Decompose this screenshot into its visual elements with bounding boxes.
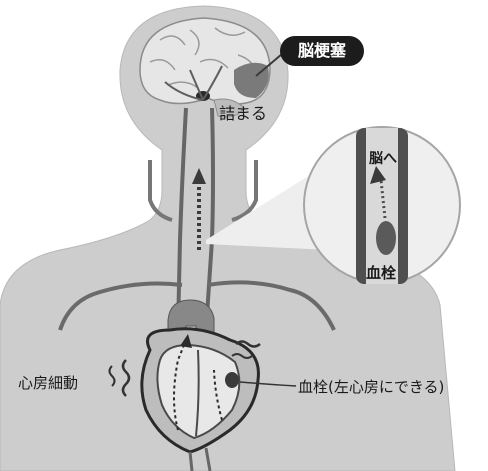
- zoom-clot: [376, 221, 396, 255]
- stroke-label: 脳梗塞: [280, 36, 364, 66]
- atrium-clot-label: 血栓(左心房にできる): [298, 376, 444, 397]
- atrial-fibrillation-label: 心房細動: [18, 372, 78, 393]
- clog-label: 詰まる: [219, 100, 267, 124]
- to-brain-label: 脳へ: [369, 148, 397, 168]
- atrium-clot: [225, 372, 239, 388]
- zoom-clot-label: 血栓: [366, 262, 396, 283]
